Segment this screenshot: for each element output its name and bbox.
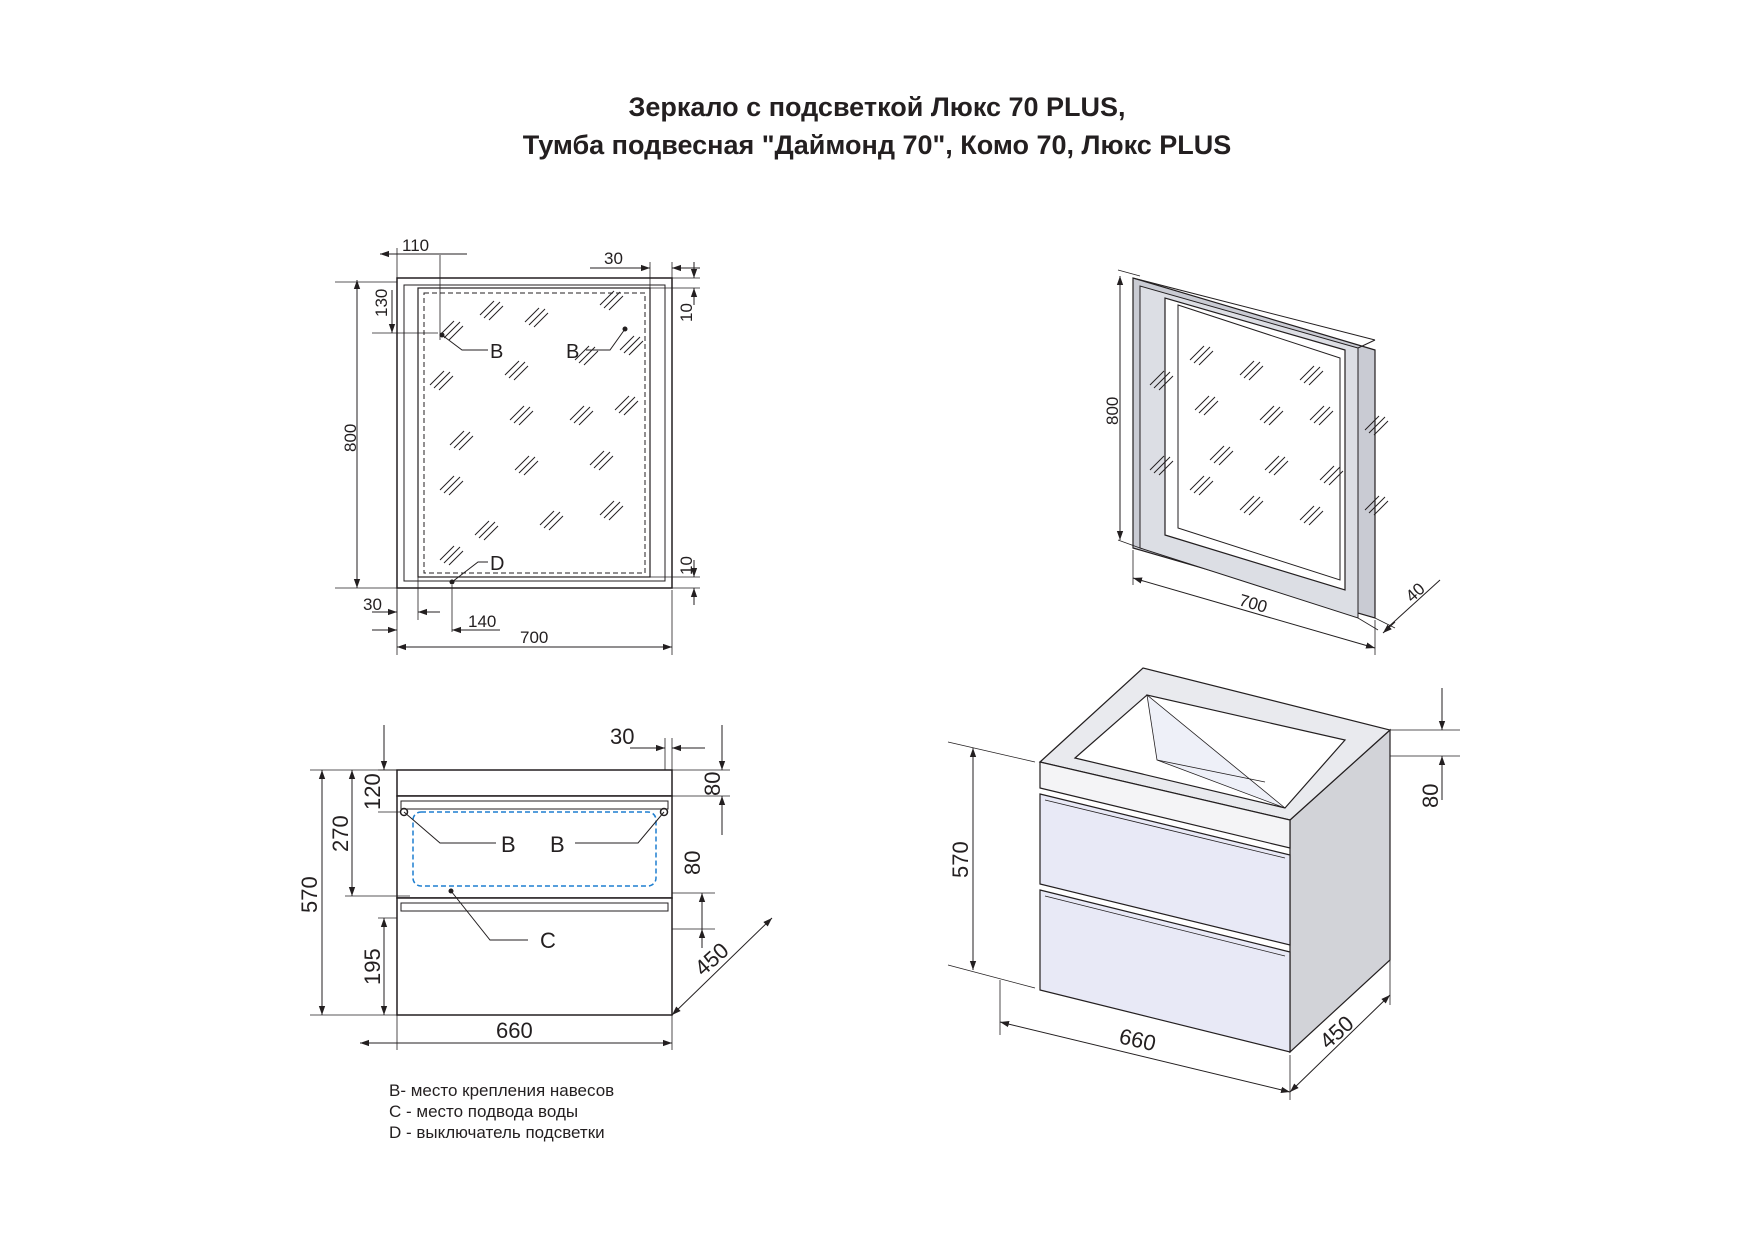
label-d: D (490, 553, 504, 575)
leader-cab-c (450, 890, 528, 941)
mirror-front-view: B B D 110 30 130 10 800 (335, 236, 700, 655)
label-b-right: B (566, 341, 579, 363)
dim-30-top: 30 (604, 249, 623, 268)
cabinet-iso-drawer-upper (1039, 793, 1291, 946)
cabinet-top-plate (396, 769, 673, 797)
drawing-title: Зеркало с подсветкой Люкс 70 PLUS, Тумба… (0, 88, 1754, 164)
cabinet-lower-handle-gap (400, 902, 669, 912)
leader-cab-b-right (575, 811, 665, 844)
dim-800-mirror: 800 (341, 424, 360, 452)
mirror-led-strip (423, 292, 646, 574)
dim-130: 130 (372, 289, 391, 317)
cabinet-hanger-b-left (399, 807, 409, 817)
mirror-iso-view: 800 700 40 (1103, 269, 1441, 655)
cab-label-b-right: B (550, 832, 565, 857)
mirror-frame-inner (403, 284, 666, 582)
dim-800-iso: 800 (1103, 397, 1122, 425)
cabinet-iso-view: 570 80 660 450 (947, 667, 1460, 1100)
cab-dim-270: 270 (328, 815, 353, 852)
dim-40-iso: 40 (1402, 579, 1429, 606)
cab-label-b-left: B (501, 832, 516, 857)
title-line-1: Зеркало с подсветкой Люкс 70 PLUS, (628, 92, 1126, 122)
cabinet-lower-drawer (396, 897, 673, 1016)
cabinet-iso-top-edge (1039, 761, 1291, 849)
cab-iso-dim-80: 80 (1418, 784, 1443, 808)
cab-dim-80-mid: 80 (680, 851, 705, 875)
cab-dim-30: 30 (610, 724, 634, 749)
dim-140: 140 (468, 612, 496, 631)
title-line-2: Тумба подвесная "Даймонд 70", Комо 70, Л… (522, 130, 1232, 160)
mirror-glass (417, 287, 651, 578)
cab-dim-450: 450 (690, 938, 734, 981)
dim-110: 110 (402, 236, 429, 255)
sink-bowl-outline (412, 811, 657, 887)
cabinet-upper-handle-gap (400, 800, 669, 810)
legend: B- место крепления навесов C - место под… (389, 1080, 614, 1143)
cab-label-c: C (540, 928, 556, 953)
dim-10-bottom: 10 (677, 556, 696, 575)
leader-b-left (441, 334, 488, 351)
label-b-left: B (490, 341, 503, 363)
dim-700-mirror: 700 (520, 628, 548, 647)
legend-item-c: C - место подвода воды (389, 1102, 579, 1121)
dim-10-top: 10 (677, 303, 696, 322)
cabinet-hanger-b-right (659, 807, 669, 817)
dim-30-bottom: 30 (363, 595, 382, 614)
cab-iso-dim-570: 570 (948, 841, 973, 878)
legend-item-b: B- место крепления навесов (389, 1081, 615, 1100)
leader-b-right (586, 328, 626, 351)
cab-dim-120: 120 (360, 773, 385, 810)
cab-dim-195: 195 (360, 948, 385, 985)
legend-item-d: D - выключатель подсветки (389, 1123, 605, 1142)
cab-dim-570: 570 (297, 876, 322, 913)
cabinet-iso-basin-inner (1146, 694, 1286, 809)
cab-dim-80-top: 80 (700, 772, 725, 796)
leader-d (451, 561, 488, 583)
cab-dim-660: 660 (496, 1018, 533, 1043)
leader-cab-b-left (403, 811, 496, 844)
cabinet-front-view: B B C 30 80 120 270 570 (297, 724, 773, 1050)
cabinet-upper-drawer (396, 795, 673, 899)
dim-700-iso: 700 (1237, 591, 1270, 617)
